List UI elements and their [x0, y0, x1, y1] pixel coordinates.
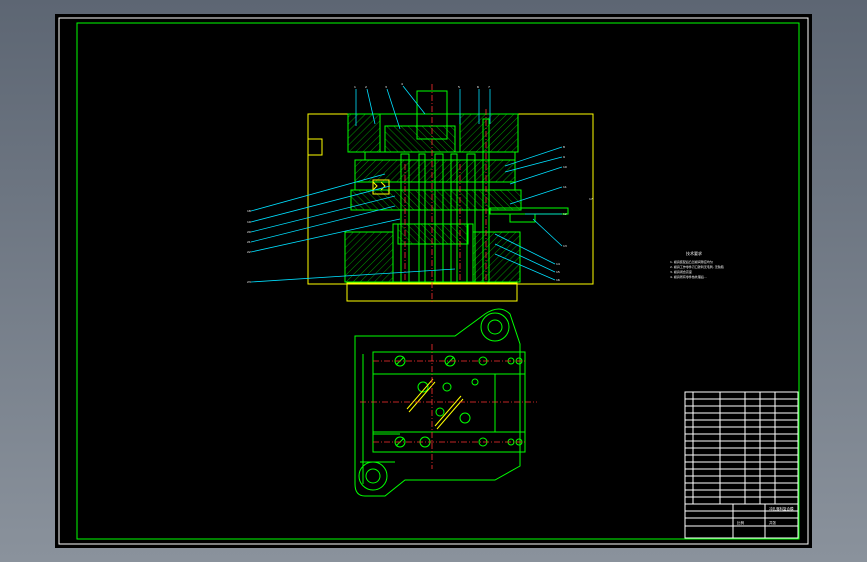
title-block[interactable]: 冲孔落料复合模 比例 共张	[684, 391, 799, 539]
svg-text:19: 19	[247, 220, 251, 224]
svg-text:技术要求: 技术要求	[686, 250, 702, 256]
svg-text:21: 21	[247, 240, 251, 244]
plan-view[interactable]	[354, 308, 537, 497]
svg-text:2: 2	[365, 85, 367, 89]
balloon-labels: 1 2 3 4 5 6 7 8 9 10 11 12 13 14 15 16	[247, 82, 593, 284]
svg-text:5: 5	[458, 85, 460, 89]
plan-holes	[394, 355, 523, 448]
lower-die-outline	[354, 308, 521, 497]
drawing-canvas: 1 2 3 4 5 6 7 8 9 10 11 12 13 14 15 16	[58, 17, 809, 545]
inner-frame	[76, 22, 800, 540]
svg-text:10: 10	[563, 165, 567, 169]
svg-text:2. 模具工作零件刃口锋利无毛刺, 无缺陷: 2. 模具工作零件刃口锋利无毛刺, 无缺陷	[670, 264, 724, 269]
svg-text:13: 13	[563, 244, 567, 248]
backing-plate	[364, 151, 516, 161]
die-block	[350, 189, 522, 211]
svg-text:比例: 比例	[737, 520, 745, 525]
svg-text:23: 23	[247, 280, 251, 284]
title-block-frame	[684, 391, 799, 539]
section-view[interactable]: 1 2 3 4 5 6 7 8 9 10 11 12 13 14 15 16	[247, 82, 594, 304]
right-leaders	[494, 146, 563, 281]
spring-pocket	[372, 179, 390, 195]
bom-table	[685, 392, 798, 504]
slot-1	[406, 378, 434, 410]
svg-text:18: 18	[247, 209, 251, 213]
svg-text:7: 7	[488, 85, 490, 89]
svg-text:11: 11	[563, 185, 567, 189]
svg-text:冲孔落料复合模: 冲孔落料复合模	[769, 506, 794, 511]
svg-text:22: 22	[247, 250, 251, 254]
left-leaders	[250, 173, 456, 283]
svg-text:8: 8	[563, 145, 565, 149]
tech-notes: 技术要求 1. 模具装配后凸凹模间隙应均匀 2. 模具工作零件刃口锋利无毛刺, …	[670, 250, 724, 279]
svg-text:6: 6	[477, 85, 479, 89]
spring	[372, 181, 386, 191]
svg-text:3: 3	[385, 85, 387, 89]
svg-text:14: 14	[556, 262, 560, 266]
strip-channel	[372, 373, 526, 433]
svg-text:9: 9	[563, 155, 565, 159]
svg-text:15: 15	[556, 270, 560, 274]
top-leaders	[355, 85, 491, 130]
guide-boss-top	[480, 312, 510, 342]
svg-text:1. 模具装配后凸凹模间隙应均匀: 1. 模具装配后凸凹模间隙应均匀	[670, 259, 713, 264]
svg-text:17: 17	[589, 197, 593, 201]
svg-text:4: 4	[401, 82, 403, 86]
svg-text:20: 20	[247, 230, 251, 234]
slot-2	[434, 395, 462, 427]
svg-text:12: 12	[563, 212, 567, 216]
svg-text:3. 模具闭合高度: 3. 模具闭合高度	[670, 269, 692, 274]
drawing-sheet: 1 2 3 4 5 6 7 8 9 10 11 12 13 14 15 16	[55, 14, 812, 548]
left-clamp-outline	[307, 138, 323, 156]
svg-text:4. 模具所有零件热处理后...: 4. 模具所有零件热处理后...	[670, 274, 707, 279]
svg-text:16: 16	[556, 278, 560, 282]
svg-text:共张: 共张	[769, 520, 777, 525]
outer-border	[58, 17, 809, 545]
svg-text:1: 1	[354, 85, 356, 89]
stop-pin-block	[509, 213, 536, 223]
